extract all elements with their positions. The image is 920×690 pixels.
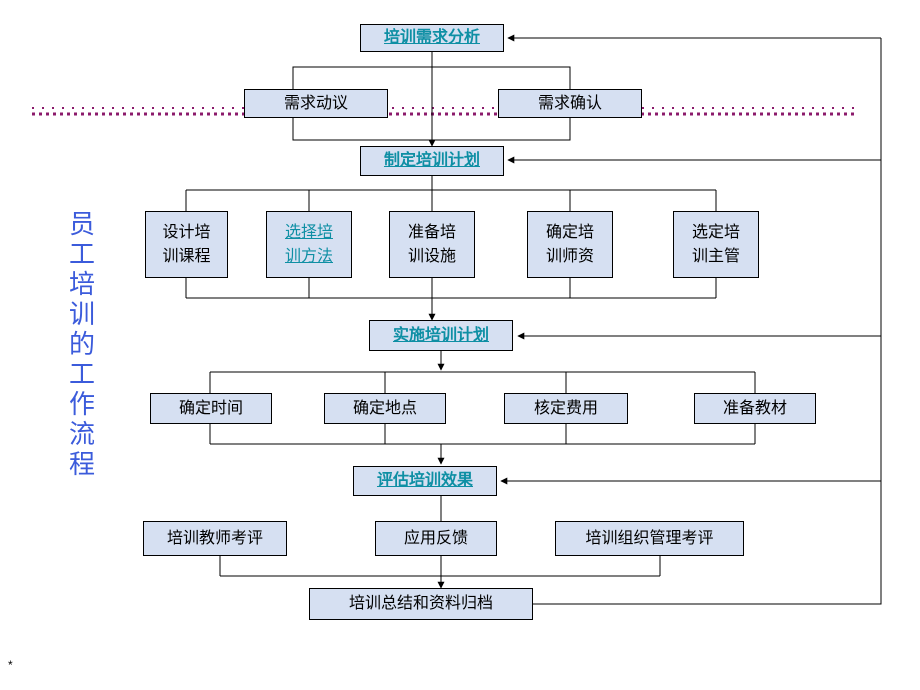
node-label: 准备培 训设施 (407, 223, 456, 265)
node-teacher-evaluation: 培训教师考评 (143, 521, 287, 556)
node-label: 准备教材 (722, 399, 787, 417)
node-label: 培训总结和资料归档 (348, 595, 493, 612)
node-label: 制定培训计划 (383, 152, 480, 169)
node-label: 选择培 训方法 (284, 223, 333, 265)
node-label: 培训教师考评 (166, 529, 263, 547)
node-label: 需求确认 (537, 94, 602, 112)
node-label: 核定费用 (533, 399, 598, 417)
node-need-motion: 需求动议 (244, 89, 388, 118)
title-char: 作 (68, 390, 95, 420)
node-application-feedback: 应用反馈 (375, 521, 497, 556)
node-label: 评估培训效果 (376, 472, 473, 489)
footnote-marker: * (8, 658, 13, 672)
node-label: 培训组织管理考评 (585, 529, 714, 547)
node-confirm-teacher: 确定培 训师资 (527, 211, 613, 278)
vertical-title: 员 工 培 训 的 工 作 流 程 (64, 210, 100, 480)
node-label: 确定培 训师资 (545, 223, 594, 265)
node-label: 应用反馈 (403, 529, 468, 547)
node-organization-evaluation: 培训组织管理考评 (555, 521, 744, 556)
node-label: 设计培 训课程 (162, 223, 211, 265)
node-approve-cost: 核定费用 (504, 393, 628, 424)
node-need-confirm: 需求确认 (498, 89, 642, 118)
node-summary-archive: 培训总结和资料归档 (309, 588, 533, 620)
node-make-plan[interactable]: 制定培训计划 (360, 146, 504, 176)
title-char: 流 (68, 420, 95, 450)
node-needs-analysis[interactable]: 培训需求分析 (360, 24, 504, 52)
node-choose-method[interactable]: 选择培 训方法 (266, 211, 352, 278)
node-implement-plan[interactable]: 实施培训计划 (369, 320, 513, 351)
title-char: 程 (68, 450, 95, 480)
node-prepare-material: 准备教材 (694, 393, 816, 424)
title-char: 员 (68, 210, 95, 240)
node-set-place: 确定地点 (324, 393, 446, 424)
node-label: 培训需求分析 (383, 29, 480, 46)
node-prepare-facility: 准备培 训设施 (389, 211, 475, 278)
node-label: 实施培训计划 (392, 326, 489, 344)
node-label: 确定时间 (178, 399, 243, 417)
node-evaluate-effect[interactable]: 评估培训效果 (353, 466, 497, 496)
node-set-time: 确定时间 (150, 393, 272, 424)
title-char: 训 (68, 300, 95, 330)
divider-line (32, 107, 858, 116)
node-label: 选定培 训主管 (691, 223, 740, 265)
node-label: 确定地点 (352, 399, 417, 417)
title-char: 的 (68, 330, 95, 360)
title-char: 工 (68, 240, 95, 270)
node-label: 需求动议 (283, 94, 348, 112)
node-select-manager: 选定培 训主管 (673, 211, 759, 278)
node-design-course: 设计培 训课程 (145, 211, 228, 278)
title-char: 培 (68, 270, 95, 300)
title-char: 工 (68, 360, 95, 390)
